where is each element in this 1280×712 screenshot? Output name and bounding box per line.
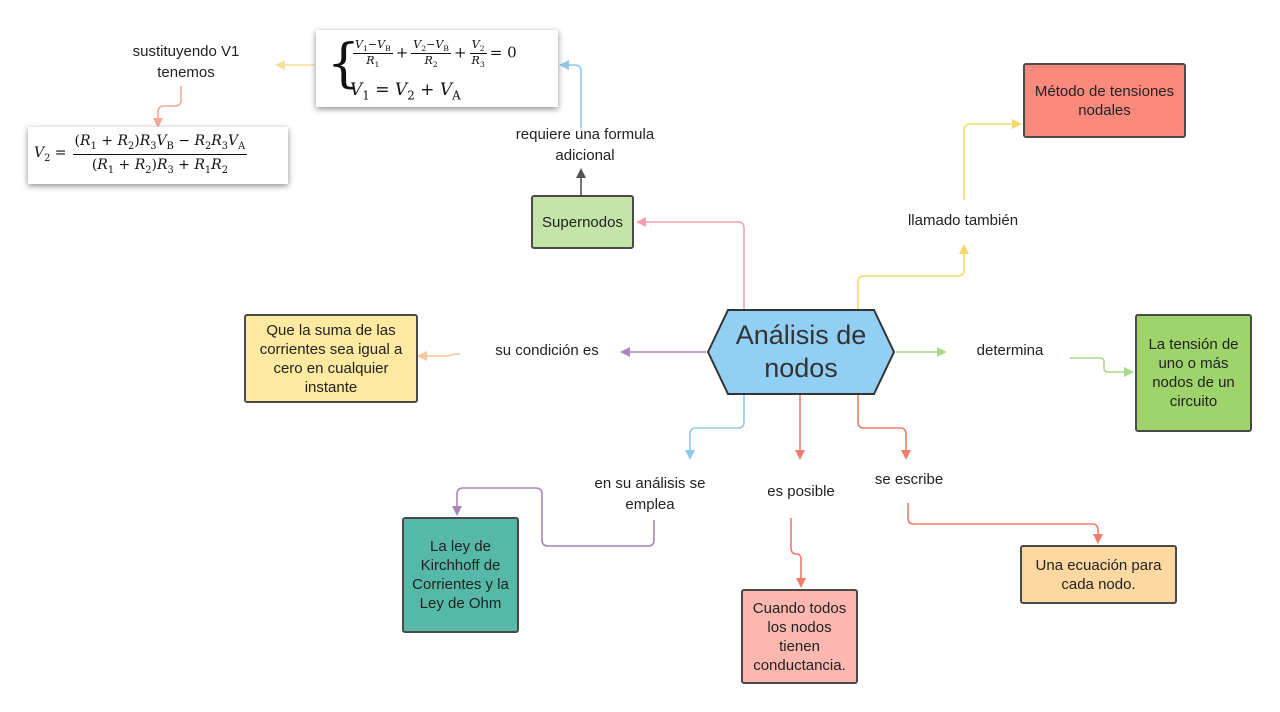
label-es-posible: es posible: [767, 483, 835, 500]
link-metodo: [963, 119, 1022, 200]
label-llamado-tambien: llamado también: [907, 212, 1019, 229]
link-suma: [417, 351, 461, 361]
node-metodo-tensiones[interactable]: Método de tensiones nodales: [1023, 63, 1186, 138]
central-hexagon-shape: [706, 309, 896, 395]
link-formula-system: [559, 60, 582, 128]
link-empleo: [685, 395, 745, 460]
formula-v2: V2 = (R1 + R2)R3VB − R2R3VA (R1 + R2)R3 …: [34, 133, 248, 176]
label-su-condicion: su condición es: [495, 342, 599, 359]
formula-brace: {: [327, 34, 361, 94]
central-topic-label: Análisis de nodos: [735, 320, 867, 383]
label-en-su-analisis: en su análisis se emplea: [594, 475, 706, 513]
node-una-ecuacion[interactable]: Una ecuación para cada nodo.: [1020, 545, 1177, 604]
node-kirchhoff[interactable]: La ley de Kirchhoff de Corrientes y la L…: [402, 517, 519, 633]
link-llamado: [857, 244, 969, 309]
central-topic[interactable]: Análisis de nodos: [706, 309, 896, 395]
formula-v2-image: V2 = (R1 + R2)R3VB − R2R3VA (R1 + R2)R3 …: [28, 127, 288, 184]
label-sustituyendo: sustituyendo V1 tenemos: [132, 43, 240, 81]
link-ecuacion: [907, 503, 1103, 544]
label-determina: determina: [976, 342, 1044, 359]
node-cuando-conductancia[interactable]: Cuando todos los nodos tienen conductanc…: [741, 589, 858, 684]
label-se-escribe: se escribe: [874, 471, 944, 488]
formula-system-eq2: V1 = V2 + VA: [350, 80, 461, 103]
node-suma-corrientes[interactable]: Que la suma de las corrientes sea igual …: [244, 314, 418, 403]
link-kirchhoff: [452, 487, 655, 547]
link-escribe: [857, 395, 911, 460]
link-cuando: [790, 518, 806, 588]
link-formula-v2: [153, 86, 182, 128]
node-la-tension[interactable]: La tensión de uno o más nodos de un circ…: [1135, 314, 1252, 432]
link-tension: [1070, 357, 1134, 377]
link-supernodos: [636, 217, 745, 309]
node-supernodos[interactable]: Supernodos: [531, 195, 634, 249]
label-requiere-formula: requiere una formula adicional: [515, 126, 655, 164]
